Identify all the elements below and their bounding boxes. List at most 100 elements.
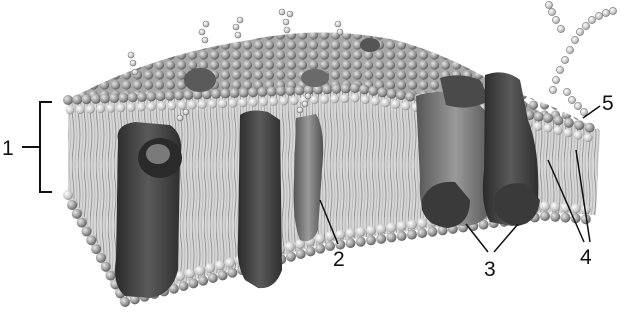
phospholipid-head	[195, 266, 205, 276]
phospholipid-head	[167, 101, 176, 110]
sugar-unit	[556, 66, 563, 73]
sugar-unit	[302, 101, 308, 107]
phospholipid-head	[294, 85, 304, 95]
sugar-unit	[177, 115, 183, 121]
phospholipid-head	[185, 268, 195, 278]
phospholipid-head	[259, 97, 268, 106]
phospholipid-head	[574, 131, 583, 140]
phospholipid-head	[157, 102, 166, 111]
phospholipid-head	[320, 95, 329, 104]
sugar-unit	[549, 86, 556, 93]
sugar-unit	[552, 16, 559, 23]
phospholipid-head	[315, 244, 325, 254]
sugar-unit	[202, 37, 208, 43]
leader-3b	[494, 224, 518, 252]
phospholipid-head	[267, 86, 277, 96]
phospholipid-head	[137, 92, 147, 102]
phospholipid-head	[91, 244, 101, 254]
phospholipid-head	[279, 97, 288, 106]
sugar-unit	[305, 93, 311, 99]
phospholipid-head	[554, 126, 563, 135]
phospholipid-head	[345, 238, 355, 248]
phospholipid-head	[405, 92, 415, 102]
bracket-1	[22, 102, 52, 192]
sugar-unit	[552, 76, 559, 83]
phospholipid-head	[72, 95, 82, 105]
phospholipid-head	[417, 218, 427, 228]
sugar-unit	[130, 60, 136, 66]
phospholipid-head	[574, 120, 584, 130]
sugar-unit	[588, 16, 595, 23]
phospholipid-head	[305, 246, 315, 256]
phospholipid-head	[584, 133, 593, 142]
phospholipid-head	[397, 221, 407, 231]
phospholipid-head	[86, 235, 96, 245]
phospholipid-head	[407, 230, 417, 240]
phospholipid-head	[407, 220, 417, 230]
sugar-unit	[557, 25, 564, 32]
sugar-unit	[571, 36, 578, 43]
phospholipid-head	[257, 87, 267, 97]
label-3: 3	[484, 258, 496, 281]
phospholipid-head	[322, 84, 332, 94]
phospholipid-head	[386, 222, 396, 232]
sugar-unit	[183, 109, 189, 115]
phospholipid-head	[585, 123, 595, 133]
phospholipid-head	[345, 228, 355, 238]
sugar-unit	[279, 9, 285, 15]
phospholipid-head	[550, 202, 560, 212]
sugar-unit	[233, 24, 239, 30]
phospholipid-head	[165, 91, 175, 101]
phospholipid-head	[109, 93, 119, 103]
phospholipid-head	[540, 201, 550, 211]
phospholipid-head	[127, 103, 136, 112]
phospholipid-head	[564, 118, 574, 128]
phospholipid-head	[119, 93, 129, 103]
phospholipid-head	[67, 200, 77, 210]
phospholipid-head	[540, 211, 550, 221]
phospholipid-head	[82, 94, 92, 104]
phospholipid-head	[359, 84, 369, 94]
phospholipid-head	[544, 124, 553, 133]
phospholipid-head	[341, 83, 351, 93]
phospholipid-head	[228, 99, 237, 108]
phospholipid-head	[285, 242, 295, 252]
phospholipid-head	[63, 190, 73, 200]
phospholipid-head	[397, 231, 407, 241]
phospholipid-head	[296, 249, 306, 259]
sugar-unit	[199, 29, 205, 35]
phospholipid-head	[174, 90, 184, 100]
phospholipid-head	[396, 90, 406, 100]
phospholipid-head	[96, 104, 105, 113]
phospholipid-head	[543, 113, 553, 123]
sugar-unit	[283, 19, 289, 25]
phospholipid-head	[289, 96, 298, 105]
phospholipid-head	[366, 235, 376, 245]
sugar-unit	[235, 32, 241, 38]
phospholipid-head	[211, 89, 221, 99]
phospholipid-head	[137, 103, 146, 112]
phospholipid-head	[330, 94, 339, 103]
phospholipid-head	[106, 271, 116, 281]
phospholipid-head	[340, 94, 349, 103]
sugar-unit	[609, 7, 616, 14]
label-4: 4	[580, 246, 592, 269]
phospholipid-head	[156, 91, 166, 101]
phospholipid-head	[276, 86, 286, 96]
phospholipid-head	[564, 128, 573, 137]
phospholipid-head	[427, 227, 437, 237]
phospholipid-head	[361, 95, 370, 104]
sugar-unit	[561, 56, 568, 63]
label-1: 1	[2, 137, 14, 160]
sugar-unit	[284, 27, 290, 33]
phospholipid-head	[248, 87, 258, 97]
phospholipid-head	[368, 86, 378, 96]
phospholipid-head	[356, 227, 366, 237]
phospholipid-head	[106, 104, 115, 113]
phospholipid-head	[120, 297, 130, 307]
phospholipid-head	[101, 262, 111, 272]
sugar-unit	[582, 22, 589, 29]
sugar-unit	[128, 52, 134, 58]
phospholipid-head	[534, 112, 544, 122]
